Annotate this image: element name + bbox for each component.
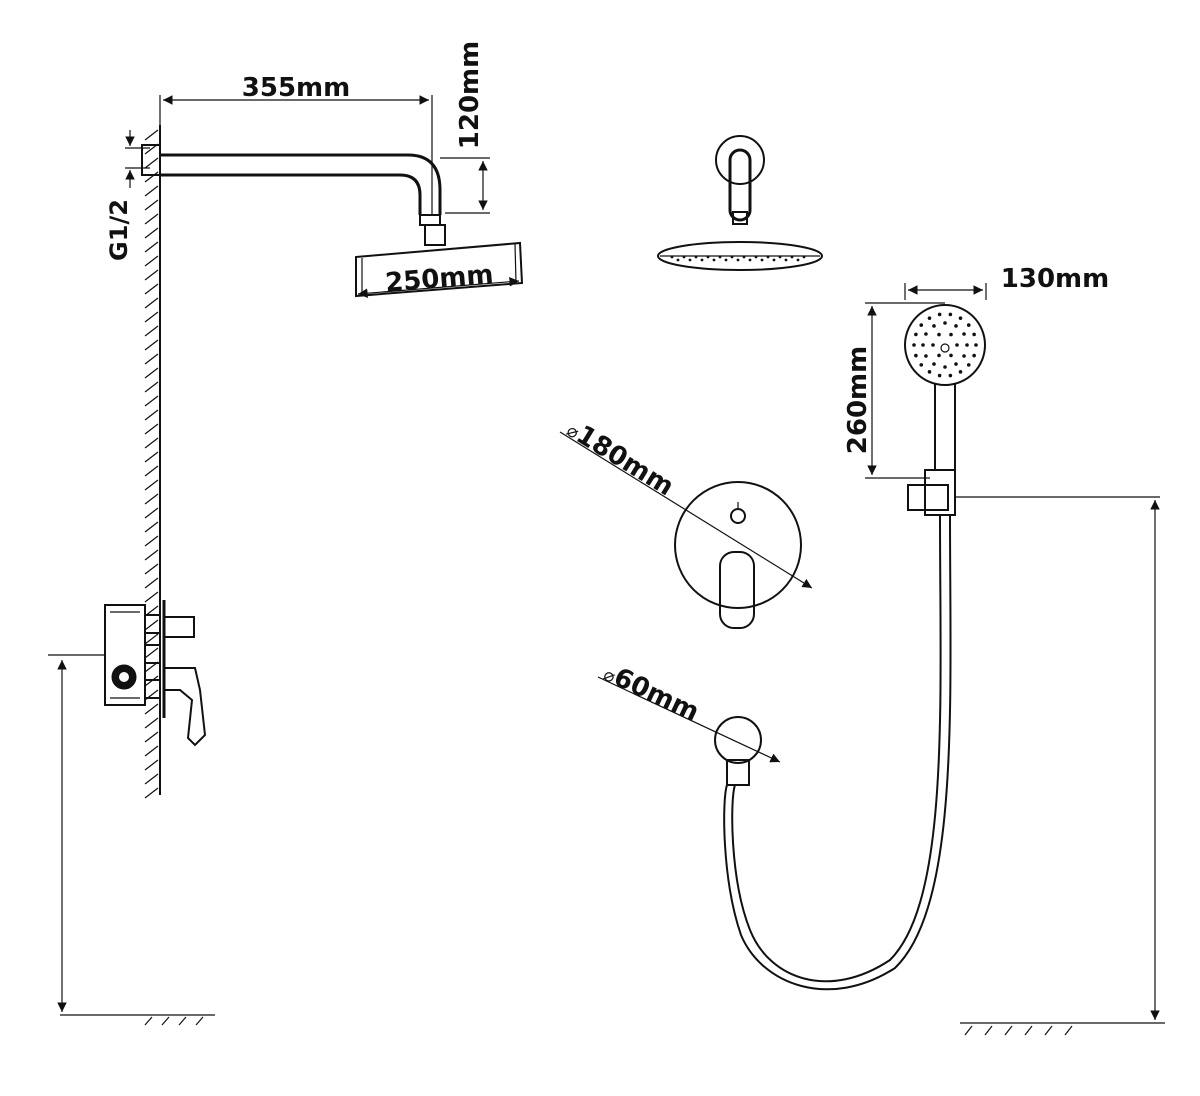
hose [723,514,952,991]
hand-shower: 130mm 260mm [843,264,1109,516]
wall-elbow: ⌀60mm [597,658,781,786]
dim-thread: G1/2 [105,130,150,261]
dim-elbow-plate-label: 60mm [609,662,704,727]
dim-hand-height-label: 260mm [843,346,873,454]
svg-text:⌀60mm: ⌀60mm [599,658,703,728]
svg-text:⌀180mm: ⌀180mm [562,414,679,502]
dim-arm-length: 355mm [159,73,433,215]
valve-trim-front: ⌀180mm [559,414,813,629]
shower-arm [141,144,446,246]
valve-side [48,600,207,747]
dim-arm-drop: 120mm [440,41,490,214]
floor-left [57,660,215,1026]
dim-arm-length-label: 355mm [242,73,350,103]
dim-valve-plate-label: 180mm [571,420,679,503]
side-view: 355mm 120mm G1/2 250mm [48,41,524,1026]
floor-right [955,496,1165,1036]
rain-head-front [657,135,823,271]
front-view: 130mm 260mm ⌀180mm [559,135,1165,1036]
dim-head-diameter-label: 250mm [384,260,495,299]
dim-head-diameter: 250mm [357,260,520,299]
dim-arm-drop-label: 120mm [455,41,485,149]
dim-hand-width-label: 130mm [1001,264,1109,294]
dim-thread-label: G1/2 [105,199,133,261]
